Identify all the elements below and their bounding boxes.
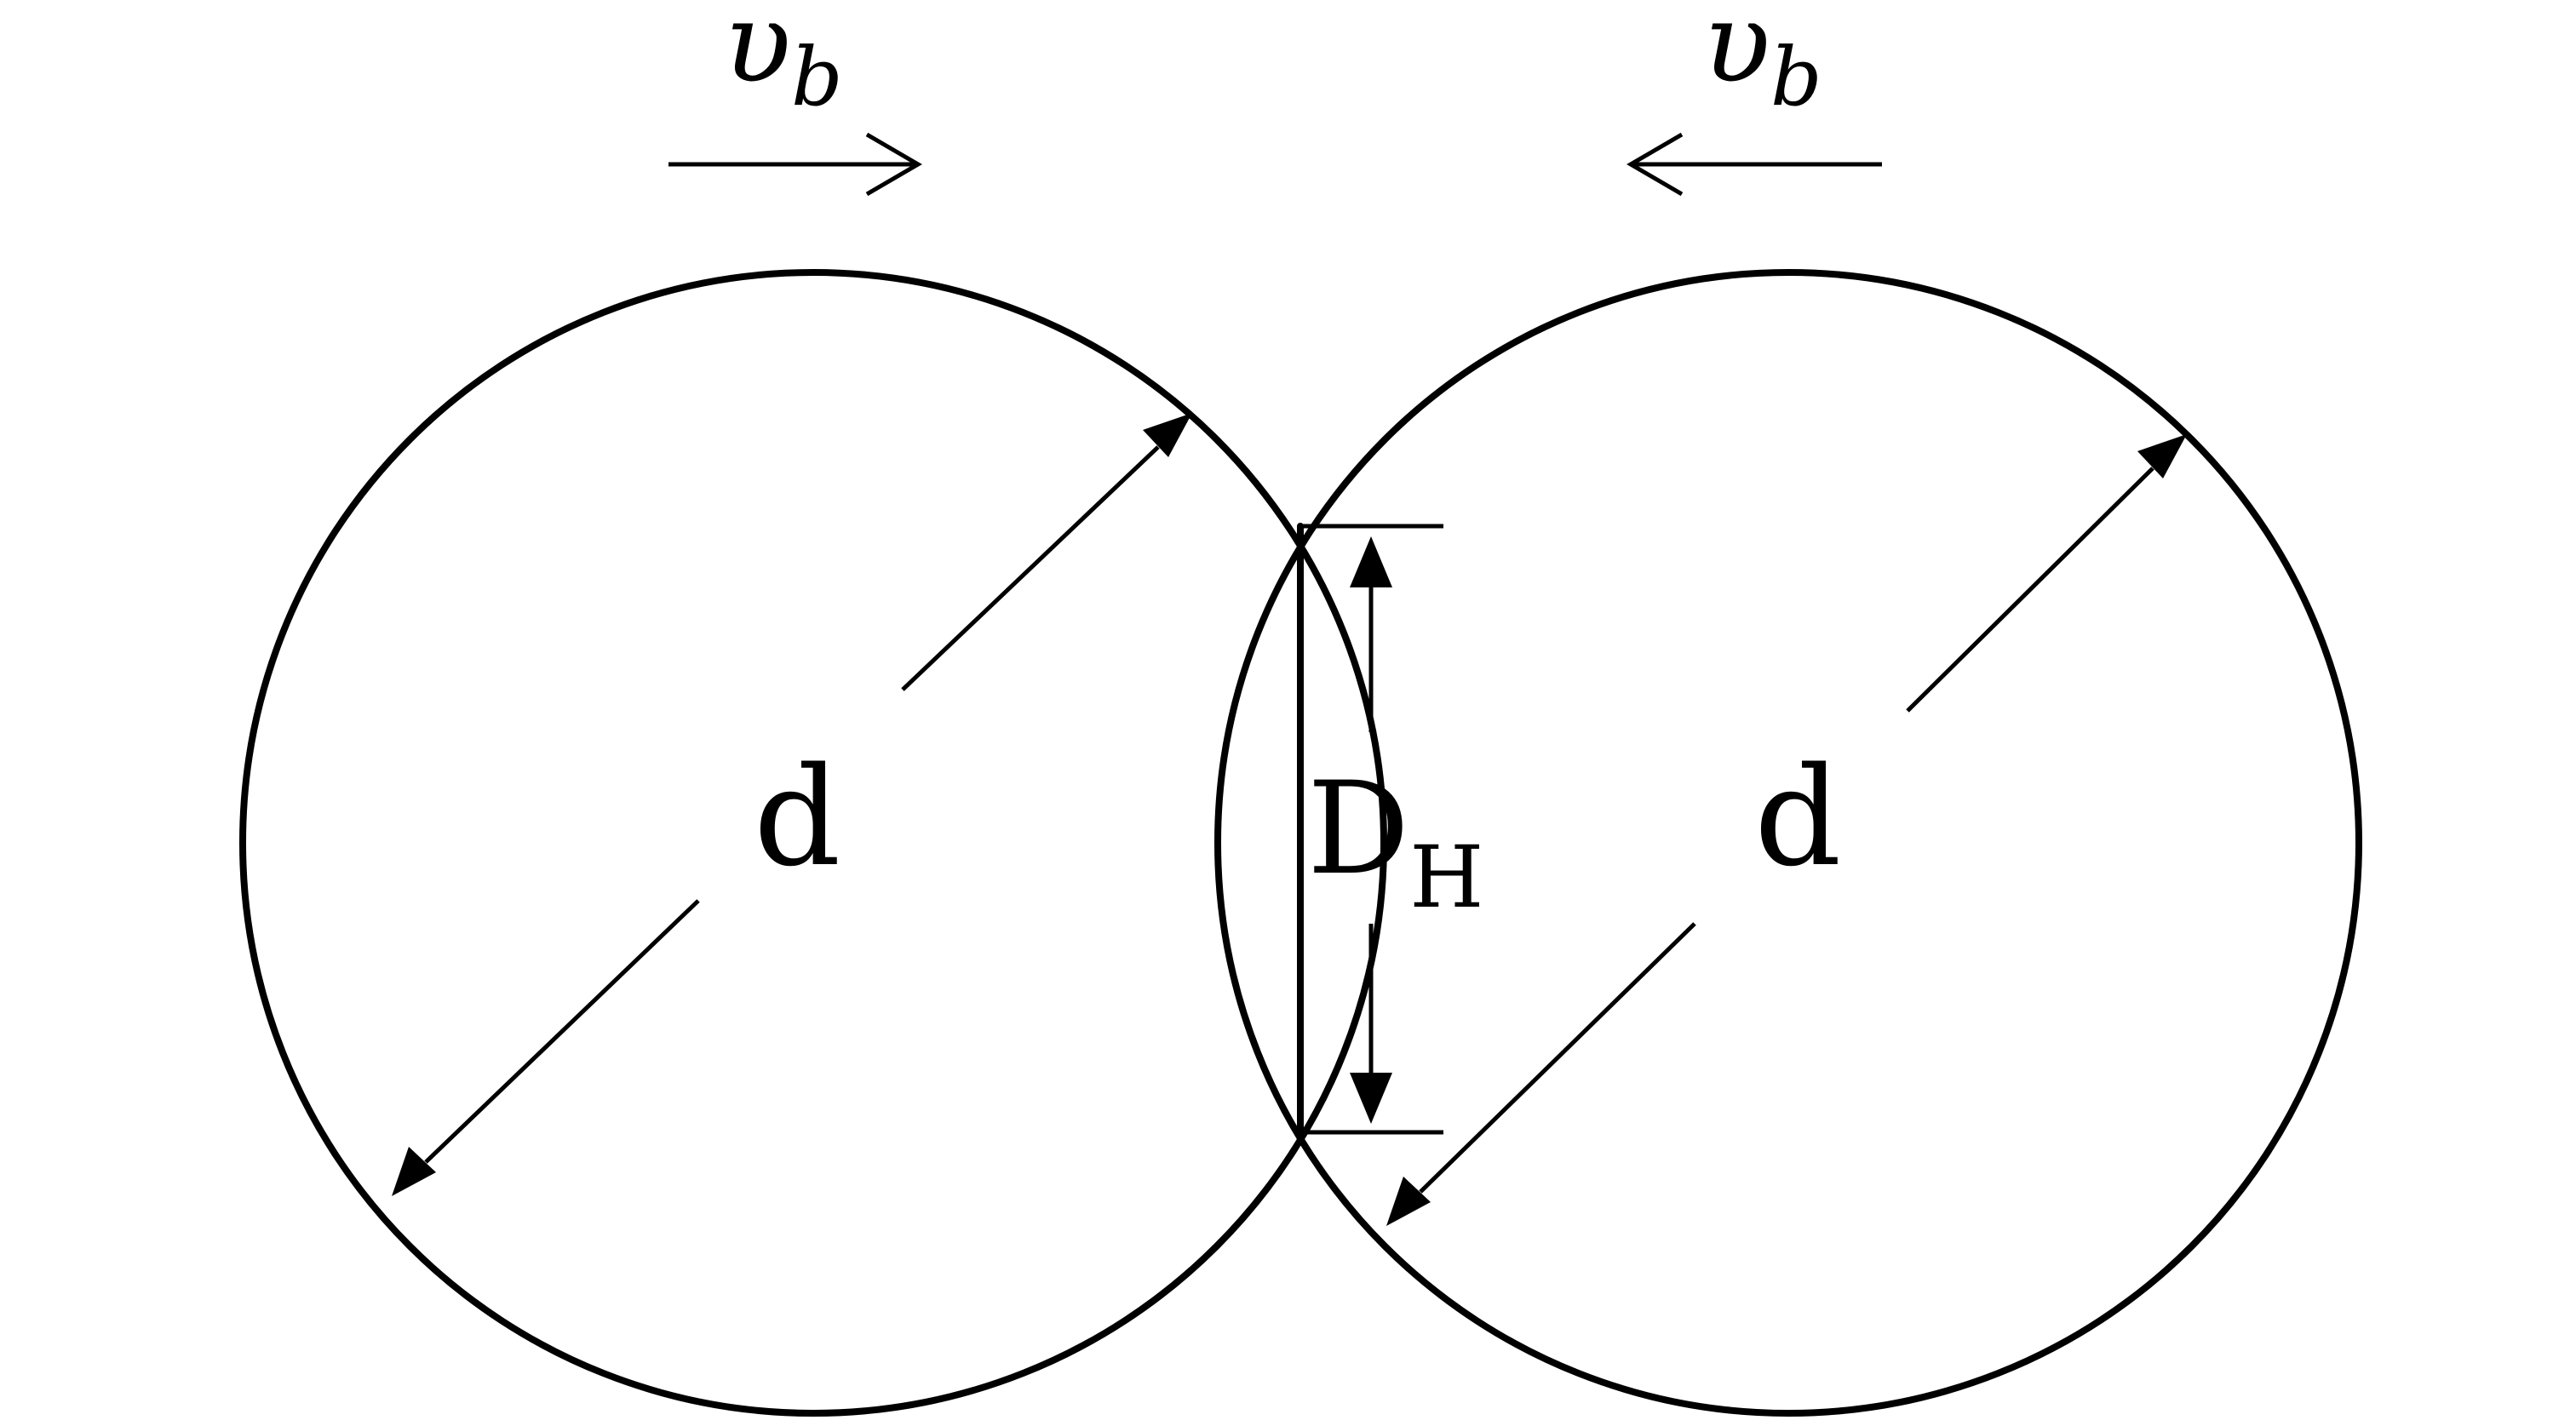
right-diameter-upper-head [2137,434,2187,478]
neck-arrow-up-head [1350,536,1392,587]
left-diameter-upper-head [1143,413,1192,457]
neck-label: DH [1307,755,1483,927]
right-velocity-label: υb [1703,0,1822,124]
neck-arrow-down-head [1350,1073,1392,1124]
left-diameter-label: d [754,737,840,896]
neck-label-main: D [1307,755,1409,903]
right-diameter-label: d [1754,737,1841,896]
right-diameter-lower-head [1386,1177,1431,1226]
left-velocity-subscript: b [791,31,843,124]
right-bubble-circle [1214,269,2362,1417]
left-bubble-circle [239,269,1387,1417]
left-velocity-label: υb [724,0,843,124]
right-diameter-upper-shaft [1906,467,2154,713]
right-diameter-lower-shaft [1419,922,1696,1194]
left-diameter-lower-head [392,1147,436,1196]
right-velocity-subscript: b [1770,31,1822,124]
left-velocity-arrow-head [865,132,922,197]
right-velocity-symbol: υ [1703,0,1770,107]
left-velocity-symbol: υ [724,0,791,107]
left-diameter-upper-shaft [901,445,1160,691]
left-diameter-lower-shaft [424,899,700,1164]
right-velocity-arrow-head [1626,132,1684,197]
neck-label-subscript: H [1409,828,1483,927]
